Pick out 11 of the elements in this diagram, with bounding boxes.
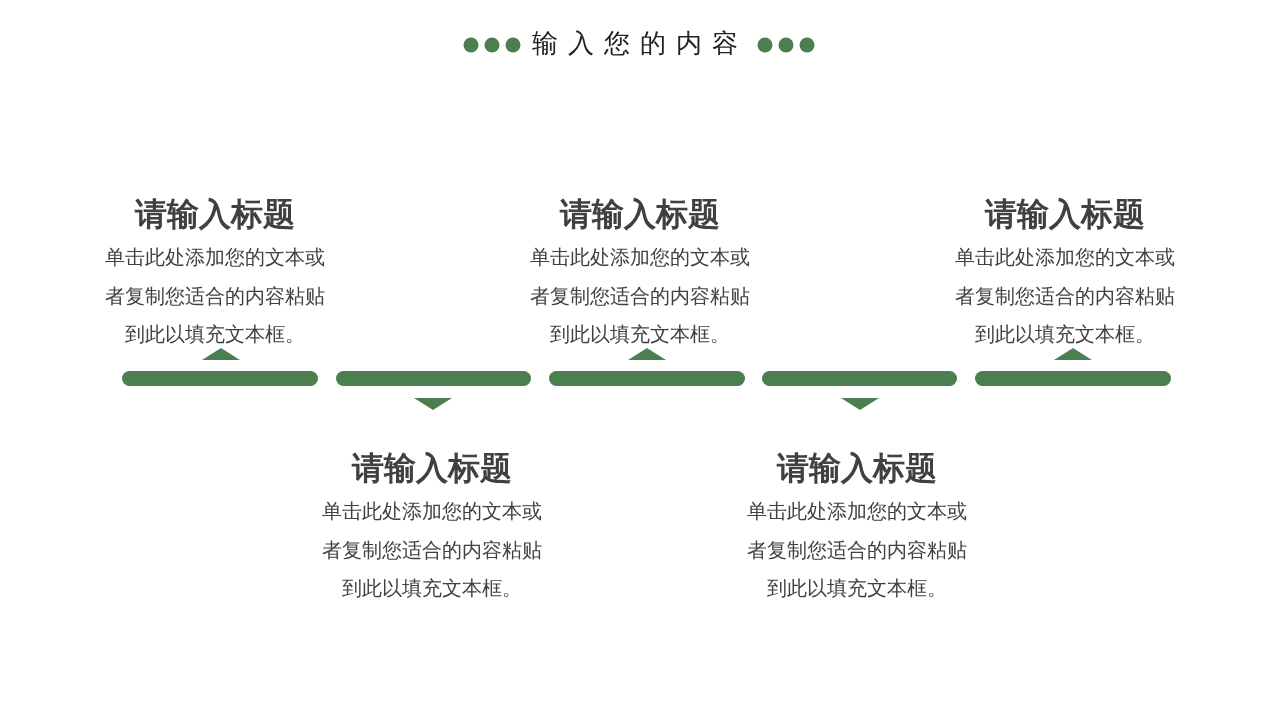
body-text: 单击此处添加您的文本或者复制您适合的内容粘贴到此以填充文本框。 xyxy=(104,244,326,348)
heading: 请输入标题 xyxy=(350,448,513,489)
heading: 请输入标题 xyxy=(558,194,721,235)
heading: 请输入标题 xyxy=(133,194,296,235)
body-text: 单击此处添加您的文本或者复制您适合的内容粘贴到此以填充文本框。 xyxy=(529,244,751,348)
title: 输入您的内容 xyxy=(532,28,748,58)
body-text: 单击此处添加您的文本或者复制您适合的内容粘贴到此以填充文本框。 xyxy=(746,498,968,602)
heading: 请输入标题 xyxy=(983,194,1146,235)
body-text: 单击此处添加您的文本或者复制您适合的内容粘贴到此以填充文本框。 xyxy=(321,498,543,602)
heading: 请输入标题 xyxy=(775,448,938,489)
body-text: 单击此处添加您的文本或者复制您适合的内容粘贴到此以填充文本框。 xyxy=(954,244,1176,348)
